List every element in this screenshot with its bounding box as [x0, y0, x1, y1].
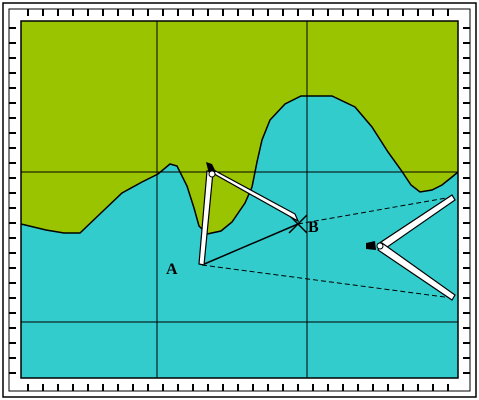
track-line-a-b: [201, 223, 299, 266]
scale-frame: [8, 8, 471, 392]
inner-frame: [20, 20, 459, 379]
transfer-line: [297, 196, 453, 225]
land-area: [21, 21, 458, 234]
transfer-line: [201, 264, 453, 299]
dividers-icon: [366, 194, 456, 301]
coastline: [20, 95, 459, 235]
transfer-lines: [201, 196, 453, 299]
dividers-icon: [198, 162, 300, 266]
point-a-label: A: [166, 261, 178, 278]
point-b-label: B: [308, 219, 319, 236]
chart-grid: [21, 21, 458, 378]
